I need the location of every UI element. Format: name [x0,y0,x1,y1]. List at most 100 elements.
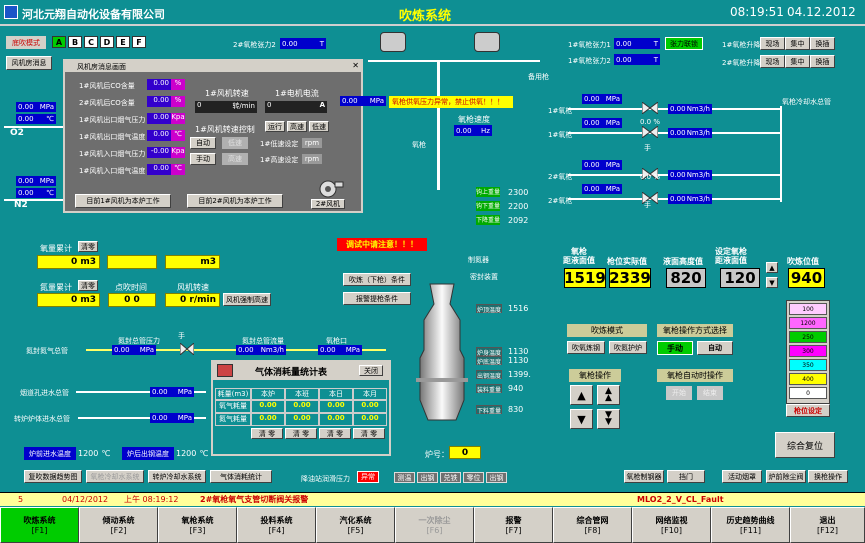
auto-button[interactable]: 自动 [190,137,216,149]
right-button-0[interactable]: 氧枪制钢器 [624,470,664,483]
popup-row-unit: % [171,96,185,107]
blow-condition-button[interactable]: 吹炼（下枪）条件 [343,273,411,286]
tab-8[interactable]: 网络监视[F10] [632,507,711,543]
high-button[interactable]: 高速 [222,153,248,165]
flow-valve-icon[interactable] [641,101,659,115]
bottom-button-2[interactable]: 转炉冷却水系统 [148,470,206,483]
tension-left-value: 0.00 [616,39,632,48]
run-button-0[interactable]: 运行 [265,121,285,132]
blow-oxygen-button[interactable]: 吹氧炼钢 [567,341,605,354]
reset-button[interactable]: 综合复位 [775,432,835,458]
level-bar-4[interactable]: 350 [789,359,827,371]
n-valve-icon[interactable] [179,341,195,357]
run-button-1[interactable]: 高速 [287,121,307,132]
gun-manual-button[interactable]: 手动 [657,341,693,355]
gun-set-button[interactable]: 枪位设定 [786,404,830,417]
fan-message-button[interactable]: 风机房消息 [6,56,52,70]
gun-up-button[interactable]: ▲ [570,385,593,405]
tab-key: [F10] [660,526,683,535]
run-button-2[interactable]: 低速 [309,121,329,132]
lift1-loc-button-2[interactable]: 换插 [810,37,835,50]
level-bar-6[interactable]: 0 [789,387,827,399]
fan2-work-button[interactable]: 目前2#风机为本炉工作 [187,194,283,208]
hoist-motor-right [474,32,500,52]
status-small-0[interactable]: 测温 [394,472,415,483]
level-bar-3[interactable]: 300 [789,345,827,357]
right-button-4[interactable]: 换枪操作 [808,470,848,483]
popup-close-icon[interactable]: ✕ [352,61,359,70]
mode-option-e[interactable]: E [116,36,130,48]
manual-button[interactable]: 手动 [190,153,216,165]
level-bar-1[interactable]: 1200 [789,317,827,329]
mode-option-b[interactable]: B [68,36,82,48]
lift2-loc-button-0[interactable]: 现场 [760,55,785,68]
status-small-3[interactable]: 零位 [463,472,484,483]
bottom-button-0[interactable]: 复吹数据趋势图 [24,470,82,483]
tab-7[interactable]: 综合管网[F8] [553,507,632,543]
status-small-2[interactable]: 兑铁 [440,472,461,483]
fan1-work-button[interactable]: 目前1#风机为本炉工作 [75,194,171,208]
lift2-loc-button-1[interactable]: 集中 [785,55,810,68]
lift1-loc-button-1[interactable]: 集中 [785,37,810,50]
tab-2[interactable]: 氧枪系统[F3] [158,507,237,543]
oxygen-clear-button[interactable]: 清零 [78,241,98,252]
tab-10[interactable]: 退出[F12] [790,507,865,543]
set-up-button[interactable]: ▲ [766,262,778,273]
auto-start-button[interactable]: 开始 [666,386,692,400]
mode-option-c[interactable]: C [84,36,98,48]
gas-table-header-cell: 本班 [285,388,319,400]
tab-5[interactable]: 一次除尘[F6] [395,507,474,543]
gun-fast-up-button[interactable]: ▲▲ [597,385,620,405]
status-small-4[interactable]: 出钢 [486,472,507,483]
fan-icon[interactable]: 2#风机 [311,179,345,209]
mode-option-a[interactable]: A [52,36,66,48]
mode-option-d[interactable]: D [100,36,114,48]
nitrogen-clear-button[interactable]: 清零 [78,280,98,291]
gas-table-clear-button[interactable]: 清 零 [353,428,385,439]
fan-force-high-button[interactable]: 风机强制高速 [223,293,271,306]
set-value[interactable]: 120 [720,268,760,288]
gas-table-cell: 0.00 [251,400,285,413]
gas-table-header-cell: 耗量(m3) [215,388,251,400]
bottom-button-1[interactable]: 氧枪冷却水系统 [86,470,144,483]
tab-9[interactable]: 历史趋势曲线[F11] [711,507,790,543]
bottom-button-3[interactable]: 气体消耗统计 [210,470,272,483]
low-set-value[interactable]: rpm [302,138,322,148]
set-down-button[interactable]: ▼ [766,277,778,288]
outlet-temp-label: 炉后出钢温度 [122,447,174,460]
level-bar-0[interactable]: 100 [789,303,827,315]
auto-end-button[interactable]: 结束 [697,386,723,400]
level-bar-2[interactable]: 250 [789,331,827,343]
motor-current-box: 0 A [265,101,327,113]
right-button-1[interactable]: 挡门 [667,470,705,483]
status-small-1[interactable]: 出钢 [417,472,438,483]
right-button-3[interactable]: 炉前除尘阀 [766,470,806,483]
tab-3[interactable]: 投料系统[F4] [237,507,316,543]
gun-fast-down-button[interactable]: ▼▼ [597,409,620,429]
tab-1[interactable]: 倾动系统[F2] [79,507,158,543]
right-button-2[interactable]: 活动烟罩 [722,470,762,483]
blow-nitrogen-button[interactable]: 吹氮护炉 [609,341,647,354]
gas-table-clear-button[interactable]: 清 零 [251,428,283,439]
gas-table-clear-button[interactable]: 清 零 [319,428,351,439]
gun-down-button[interactable]: ▼ [570,409,593,429]
high-set-value[interactable]: rpm [302,154,322,164]
level-bar-5[interactable]: 400 [789,373,827,385]
tab-0[interactable]: 吹炼系统[F1] [0,507,79,543]
mode-option-f[interactable]: F [132,36,146,48]
lift2-loc-button-2[interactable]: 换插 [810,55,835,68]
gun-auto-button[interactable]: 自动 [697,341,733,355]
lift1-loc-button-0[interactable]: 现场 [760,37,785,50]
furnace-no-value: 0 [449,446,481,459]
gas-table-clear-button[interactable]: 清 零 [285,428,317,439]
gas-table-close-button[interactable]: 关闭 [359,365,383,376]
tab-6[interactable]: 报警[F7] [474,507,553,543]
tab-4[interactable]: 汽化系统[F5] [316,507,395,543]
flow-valve-icon[interactable] [641,125,659,139]
tab-name: 倾动系统 [102,516,135,525]
valve-pct1: 0.0 % [640,118,661,126]
tension-interlock-button[interactable]: 张力联锁 [665,37,703,50]
lift-condition-button[interactable]: 报警提枪条件 [343,292,411,305]
low-button[interactable]: 低速 [222,137,248,149]
